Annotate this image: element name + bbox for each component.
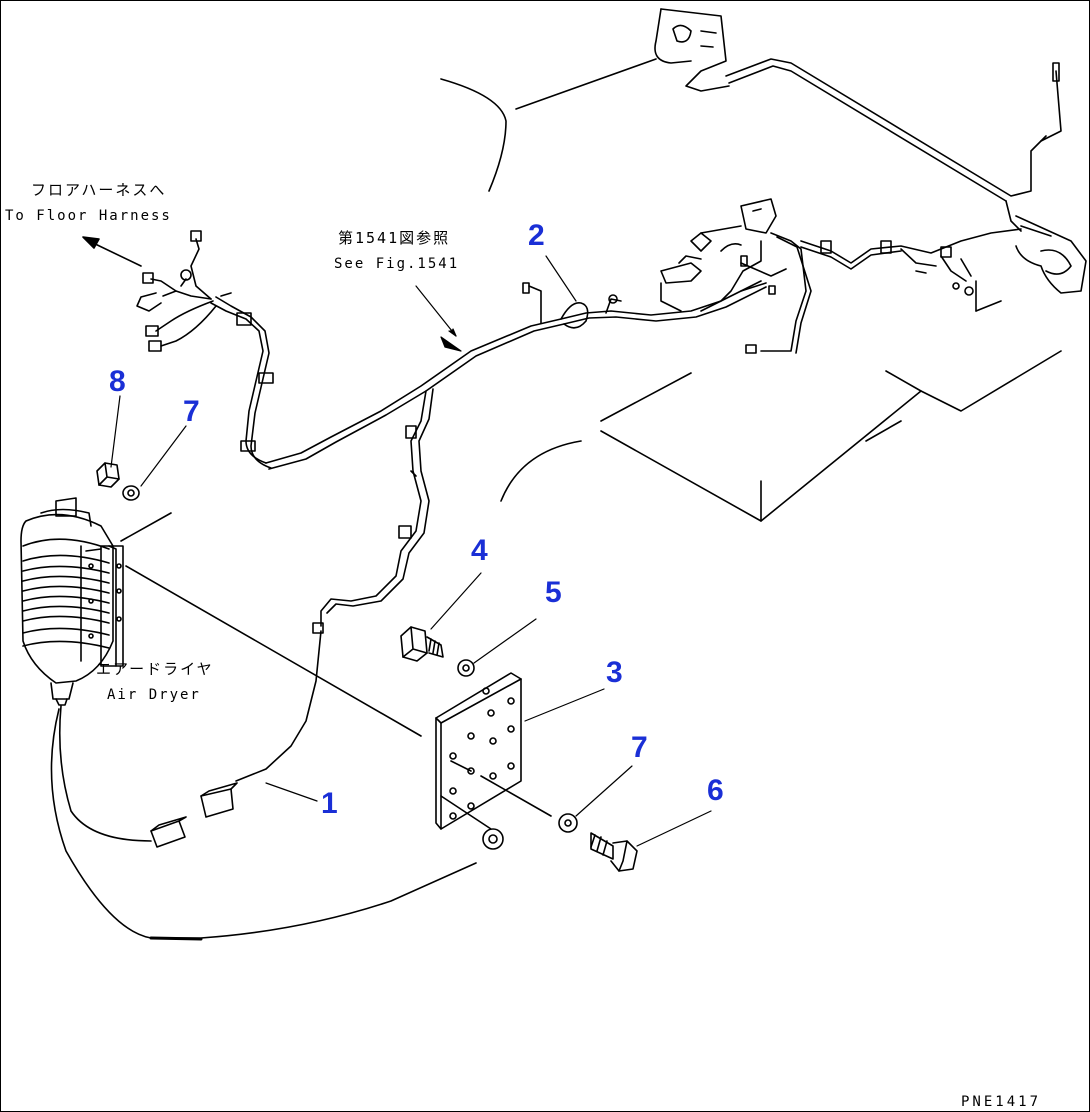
air-dryer-label-en: Air Dryer — [107, 687, 201, 703]
floor-harness-label-jp: フロアハーネスへ — [31, 181, 167, 199]
floor-harness-label-en: To Floor Harness — [5, 208, 172, 224]
part-4-bolt — [400, 626, 444, 662]
right-harness — [800, 228, 1022, 296]
leader-lines — [110, 255, 712, 847]
callout-8: 8 — [109, 365, 126, 398]
callout-2: 2 — [528, 219, 545, 252]
callout-4: 4 — [471, 534, 488, 567]
callout-3: 3 — [606, 656, 623, 689]
drawing-code: PNE1417 — [961, 1094, 1042, 1110]
cable-1 — [200, 630, 322, 818]
air-dryer-label-jp: エアードライヤ — [96, 660, 214, 678]
body-outline — [440, 58, 1062, 522]
plate-washer — [482, 828, 504, 850]
right-bracket — [1015, 215, 1087, 294]
callout-6: 6 — [707, 774, 724, 807]
see-fig-label-en: See Fig.1541 — [334, 256, 460, 272]
drop-cable — [312, 388, 434, 634]
callout-5: 5 — [545, 576, 562, 609]
air-dryer-cables — [50, 705, 477, 941]
part-7-washer-upper — [122, 485, 140, 501]
air-dryer-body — [20, 497, 124, 706]
part-5-washer — [457, 659, 475, 677]
upper-cable — [725, 58, 1062, 232]
mounting-plate — [435, 672, 522, 830]
see-fig-label-jp: 第1541図参照 — [338, 229, 451, 247]
callout-1: 1 — [321, 787, 338, 820]
floor-harness-arrow — [82, 236, 142, 267]
assembly-lines — [120, 512, 552, 830]
part-7-washer-lower — [558, 813, 578, 833]
center-harness — [660, 198, 812, 354]
callout-7-lower: 7 — [631, 731, 648, 764]
upper-bracket — [654, 8, 730, 92]
part-8-nut — [96, 462, 120, 488]
part-6-bolt — [590, 832, 638, 872]
callout-7-upper: 7 — [183, 395, 200, 428]
main-harness — [265, 280, 767, 470]
left-harness — [136, 230, 274, 469]
